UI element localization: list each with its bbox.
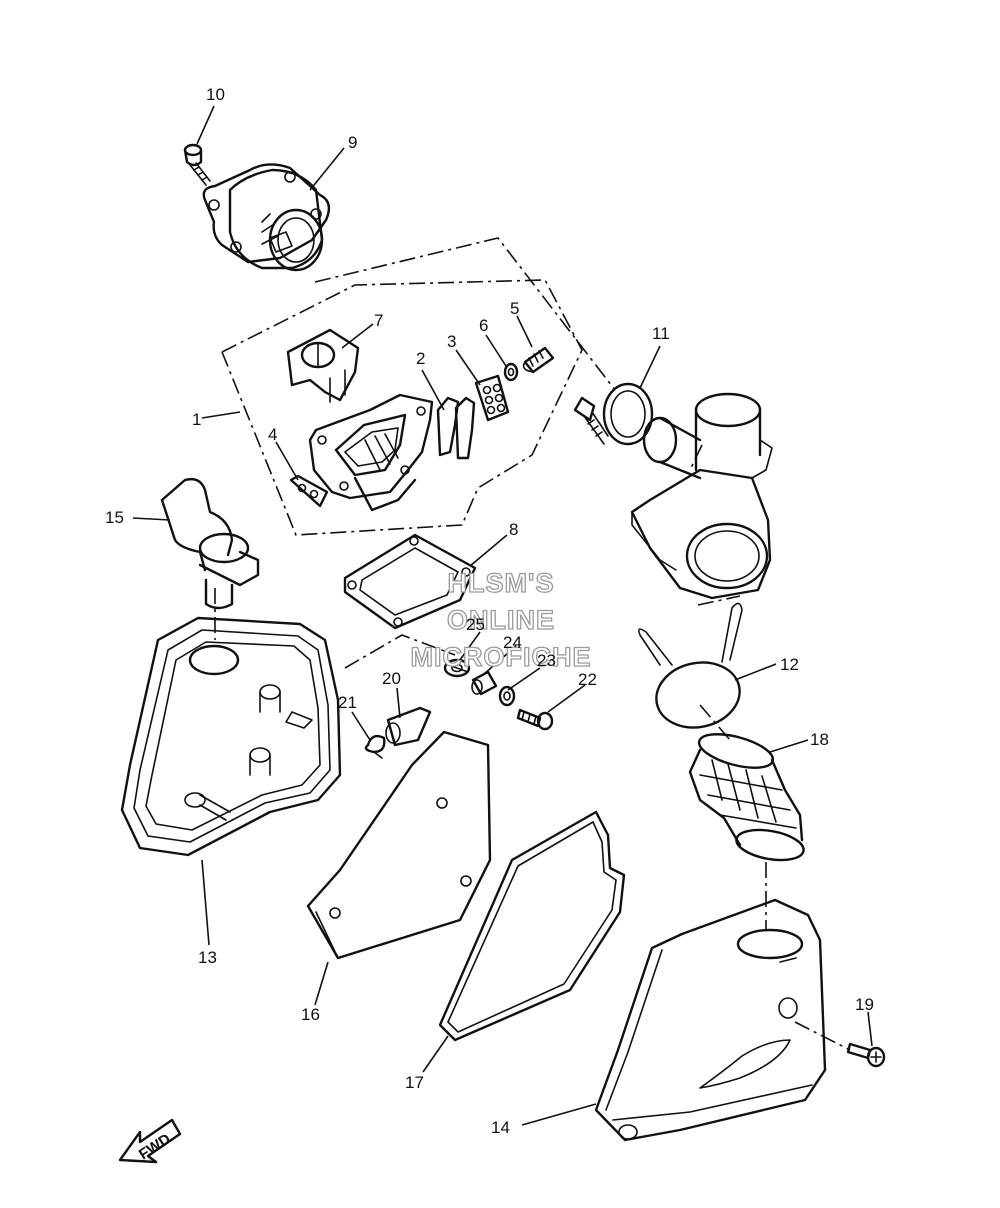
part-washer-6 <box>503 362 519 382</box>
callout-2: 2 <box>416 349 425 368</box>
callout-8: 8 <box>509 520 518 539</box>
part-intake-joint-18 <box>688 733 805 862</box>
callout-11: 11 <box>652 324 670 343</box>
part-gasket-17 <box>438 810 626 1042</box>
callout-7: 7 <box>374 311 383 330</box>
callout-18: 18 <box>810 730 829 749</box>
callout-23: 23 <box>537 651 556 670</box>
leader-lines <box>132 105 873 1126</box>
part-reed-petals <box>436 396 476 460</box>
part-filter-cover-14 <box>594 898 827 1142</box>
callout-9: 9 <box>348 133 357 152</box>
callout-19: 19 <box>855 995 874 1014</box>
watermark: HLSM'S ONLINE MICROFICHE <box>410 567 592 672</box>
part-washer-23 <box>498 685 516 707</box>
watermark-line-2: ONLINE <box>447 605 555 635</box>
callout-10: 10 <box>206 85 225 104</box>
part-clip-21 <box>364 734 386 759</box>
callout-24: 24 <box>503 633 522 652</box>
part-screw-22 <box>516 708 554 731</box>
part-clamp-11 <box>573 382 654 446</box>
callout-12: 12 <box>780 655 799 674</box>
assembly-boundary <box>221 279 583 536</box>
part-gasket-8 <box>343 533 477 630</box>
callout-5: 5 <box>510 299 519 318</box>
part-carburetor <box>630 392 773 600</box>
watermark-line-1: HLSM'S <box>448 568 555 598</box>
part-filter-case-13 <box>120 616 342 857</box>
part-bracket-20 <box>385 706 432 747</box>
fwd-direction-arrow: FWD <box>118 1118 182 1164</box>
callout-6: 6 <box>479 316 488 335</box>
part-intake-manifold <box>202 163 331 272</box>
part-screw-5 <box>522 346 555 374</box>
part-bolt-10 <box>183 143 211 186</box>
part-clip-12 <box>638 602 743 729</box>
part-reed-plate <box>474 374 510 422</box>
fwd-label: FWD <box>136 1130 174 1163</box>
callout-22: 22 <box>578 670 597 689</box>
part-reed-valve <box>308 393 434 512</box>
callout-16: 16 <box>301 1005 320 1024</box>
callout-labels: 1 2 3 4 5 6 7 8 9 10 11 12 13 14 15 16 1… <box>105 85 874 1137</box>
part-valve-stopper <box>286 328 360 403</box>
part-collar-24 <box>471 670 498 696</box>
callout-20: 20 <box>382 669 401 688</box>
callout-17: 17 <box>405 1073 424 1092</box>
callout-14: 14 <box>491 1118 510 1137</box>
callout-3: 3 <box>447 332 456 351</box>
watermark-line-3: MICROFICHE <box>411 642 592 672</box>
part-filter-element-16 <box>306 730 492 960</box>
part-breather-15 <box>160 477 260 610</box>
callout-25: 25 <box>466 615 485 634</box>
arrow-left-icon <box>118 1118 182 1164</box>
part-screw-19 <box>846 1042 886 1068</box>
callout-21: 21 <box>338 693 357 712</box>
callout-1: 1 <box>192 410 201 429</box>
callout-13: 13 <box>198 948 217 967</box>
callout-15: 15 <box>105 508 124 527</box>
part-grommet-25 <box>443 658 471 678</box>
callout-4: 4 <box>268 425 277 444</box>
